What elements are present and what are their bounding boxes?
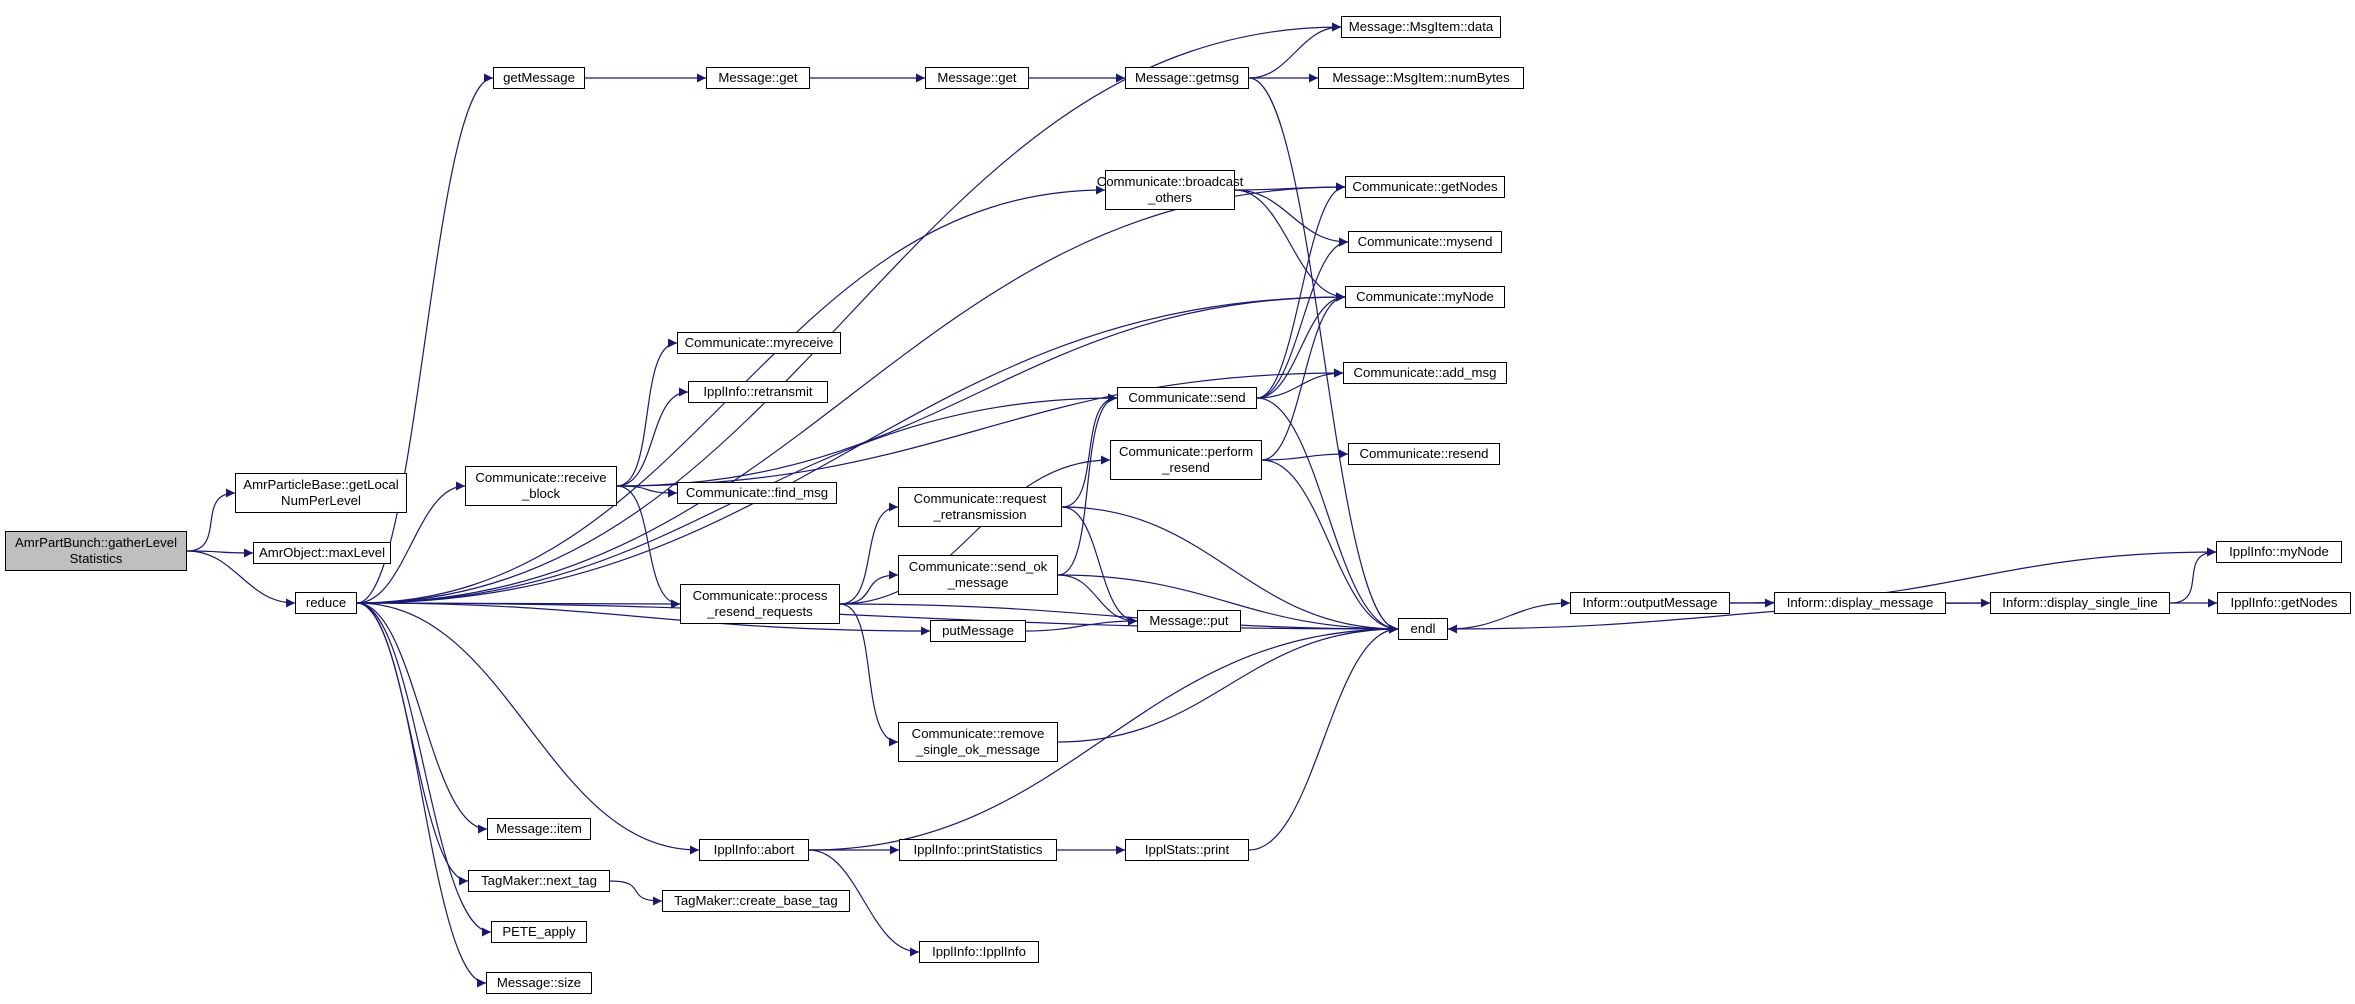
node-comm-remove-single-ok-message[interactable]: Communicate::remove_single_ok_message [898, 722, 1058, 762]
node-comm-myreceive[interactable]: Communicate::myreceive [677, 332, 841, 354]
node-ippl-my-node[interactable]: IpplInfo::myNode [2216, 541, 2342, 563]
edge-receiveBlock-to-myreceive [616, 338, 678, 487]
edge-reduce-to-commMyNode [356, 292, 1346, 604]
edge-processResendRequests-to-endl [839, 603, 1399, 634]
edge-root-to-reduce [186, 550, 296, 608]
node-endl[interactable]: endl [1398, 618, 1448, 640]
edge-receiveBlock-to-commMyNode [616, 292, 1346, 487]
edge-reduce-to-getMessage [356, 73, 494, 604]
edge-reduce-to-getNodes [356, 182, 1346, 604]
edge-sendOkMessage-to-endl [1057, 574, 1399, 634]
node-inform-display-single-line[interactable]: Inform::display_single_line [1990, 592, 2170, 614]
node-inform-display-message[interactable]: Inform::display_message [1774, 592, 1946, 614]
edge-root-to-maxLevel [186, 548, 254, 558]
node-comm-receive-block[interactable]: Communicate::receive_block [465, 466, 617, 506]
node-pete-apply[interactable]: PETE_apply [491, 921, 587, 943]
edge-processResendRequests-to-performResend [839, 455, 1111, 605]
edge-displaySingleLine-to-ipplMyNode [2169, 547, 2217, 604]
edge-commSend-to-mysend [1256, 237, 1349, 399]
node-message-get-2[interactable]: Message::get [925, 67, 1029, 89]
node-get-message[interactable]: getMessage [493, 67, 585, 89]
node-comm-my-node[interactable]: Communicate::myNode [1345, 286, 1505, 308]
node-ippl-retransmit[interactable]: IpplInfo::retransmit [688, 381, 828, 403]
node-tagmaker-create-base-tag[interactable]: TagMaker::create_base_tag [662, 890, 850, 912]
edge-reduce-to-nextTag [356, 602, 469, 886]
node-comm-perform-resend[interactable]: Communicate::perform_resend [1110, 440, 1262, 480]
edge-reduce-to-messageItem [356, 602, 488, 834]
edge-performResend-to-resend [1261, 449, 1349, 461]
node-msgitem-numbytes[interactable]: Message::MsgItem::numBytes [1318, 67, 1524, 89]
node-put-message[interactable]: putMessage [930, 620, 1026, 642]
edge-reduce-to-msgItemData [356, 22, 1342, 604]
node-message-get-1[interactable]: Message::get [706, 67, 810, 89]
edge-commSend-to-getNodes [1256, 182, 1346, 399]
edge-removeSingleOk-to-endl [1057, 624, 1399, 743]
edge-receiveBlock-to-findMsg [616, 485, 678, 498]
node-ippl-stats-print[interactable]: IpplStats::print [1125, 839, 1249, 861]
edge-receiveBlock-to-retransmit [616, 387, 689, 487]
node-tagmaker-next-tag[interactable]: TagMaker::next_tag [468, 870, 610, 892]
edge-requestRetransmission-to-messagePut [1061, 506, 1138, 626]
edge-putMessage-to-messagePut [1025, 616, 1138, 632]
edge-commSend-to-addMsg [1256, 368, 1344, 399]
node-comm-send-ok-message[interactable]: Communicate::send_ok_message [898, 555, 1058, 595]
node-ippl-info-ctor[interactable]: IpplInfo::IpplInfo [919, 941, 1039, 963]
edge-reduce-to-putMessage [356, 602, 931, 636]
node-message-put[interactable]: Message::put [1137, 610, 1241, 632]
node-comm-get-nodes[interactable]: Communicate::getNodes [1345, 176, 1505, 198]
edge-receiveBlock-to-addMsg [616, 368, 1344, 487]
node-broadcast-others[interactable]: Communicate::broadcast_others [1097, 170, 1243, 210]
edge-sendOkMessage-to-commSend [1057, 393, 1118, 576]
edge-nextTag-to-createBaseTag [609, 880, 663, 906]
node-ippl-print-statistics[interactable]: IpplInfo::printStatistics [899, 839, 1057, 861]
node-comm-send[interactable]: Communicate::send [1117, 387, 1257, 409]
node-comm-request-retransmission[interactable]: Communicate::request_retransmission [898, 487, 1062, 527]
edge-sendOkMessage-to-messagePut [1057, 574, 1138, 626]
edge-broadcastOthers-to-getNodes [1234, 182, 1346, 192]
node-comm-resend[interactable]: Communicate::resend [1348, 443, 1500, 465]
node-inform-output-message[interactable]: Inform::outputMessage [1570, 592, 1730, 614]
node-comm-process-resend-requests[interactable]: Communicate::process_resend_requests [680, 584, 840, 624]
node-comm-find-msg[interactable]: Communicate::find_msg [677, 482, 837, 504]
edge-reduce-to-peteApply [356, 602, 492, 937]
edge-processResendRequests-to-removeSingleOk [839, 603, 899, 747]
edge-reduce-to-abort [356, 602, 700, 855]
edge-reduce-to-messageSize [356, 602, 487, 988]
edge-processResendRequests-to-requestRetransmission [839, 502, 899, 605]
edge-abort-to-ipplInfoCtor [808, 849, 920, 957]
node-msgitem-data[interactable]: Message::MsgItem::data [1341, 16, 1501, 38]
edge-receiveBlock-to-processResendRequests [616, 485, 681, 609]
edge-commSend-to-endl [1256, 397, 1399, 634]
node-ippl-abort[interactable]: IpplInfo::abort [699, 839, 809, 861]
edge-requestRetransmission-to-endl [1061, 506, 1399, 634]
node-message-getmsg[interactable]: Message::getmsg [1125, 67, 1249, 89]
node-message-item[interactable]: Message::item [487, 818, 591, 840]
edge-getmsg-to-msgItemData [1248, 22, 1342, 79]
edge-broadcastOthers-to-commMyNode [1234, 189, 1346, 302]
edge-performResend-to-commMyNode [1261, 292, 1346, 461]
edge-root-to-getLocalNumPerLevel [186, 488, 236, 552]
edge-broadcastOthers-to-mysend [1234, 189, 1349, 247]
edge-abort-to-endl [808, 624, 1399, 851]
node-comm-mysend[interactable]: Communicate::mysend [1348, 231, 1502, 253]
edge-statsPrint-to-endl [1248, 624, 1399, 851]
node-max-level[interactable]: AmrObject::maxLevel [253, 542, 391, 564]
edge-endl-to-outputMessage [1447, 598, 1571, 630]
node-message-size[interactable]: Message::size [486, 972, 592, 994]
node-reduce[interactable]: reduce [295, 592, 357, 614]
edge-reduce-to-receiveBlock [356, 481, 466, 604]
node-comm-add-msg[interactable]: Communicate::add_msg [1343, 362, 1507, 384]
node-ippl-get-nodes[interactable]: IpplInfo::getNodes [2217, 592, 2351, 614]
edge-commSend-to-commMyNode [1256, 292, 1346, 399]
edge-getmsg-to-endl [1248, 77, 1399, 634]
edge-performResend-to-endl [1261, 459, 1399, 634]
edge-requestRetransmission-to-commSend [1061, 393, 1118, 508]
edge-processResendRequests-to-sendOkMessage [839, 570, 899, 605]
